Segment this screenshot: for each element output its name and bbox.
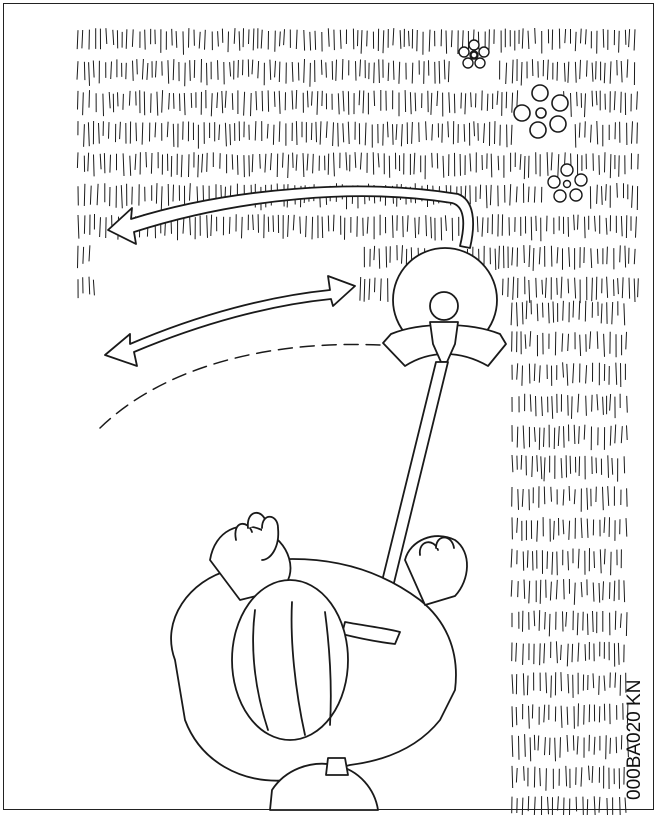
trimmer-head-icon <box>382 247 507 367</box>
grass-field <box>76 27 639 815</box>
flower-icon <box>547 163 588 203</box>
mowed-boundary-line <box>99 343 381 429</box>
swing-arrow-icon <box>107 185 475 249</box>
flower-icon <box>513 84 569 139</box>
swing-arrow-icon <box>104 275 356 367</box>
operator-figure <box>170 512 468 811</box>
grass-strokes <box>76 27 639 815</box>
flower-icon <box>458 39 490 69</box>
figure-code-label: 000BA020 KN <box>624 679 645 800</box>
